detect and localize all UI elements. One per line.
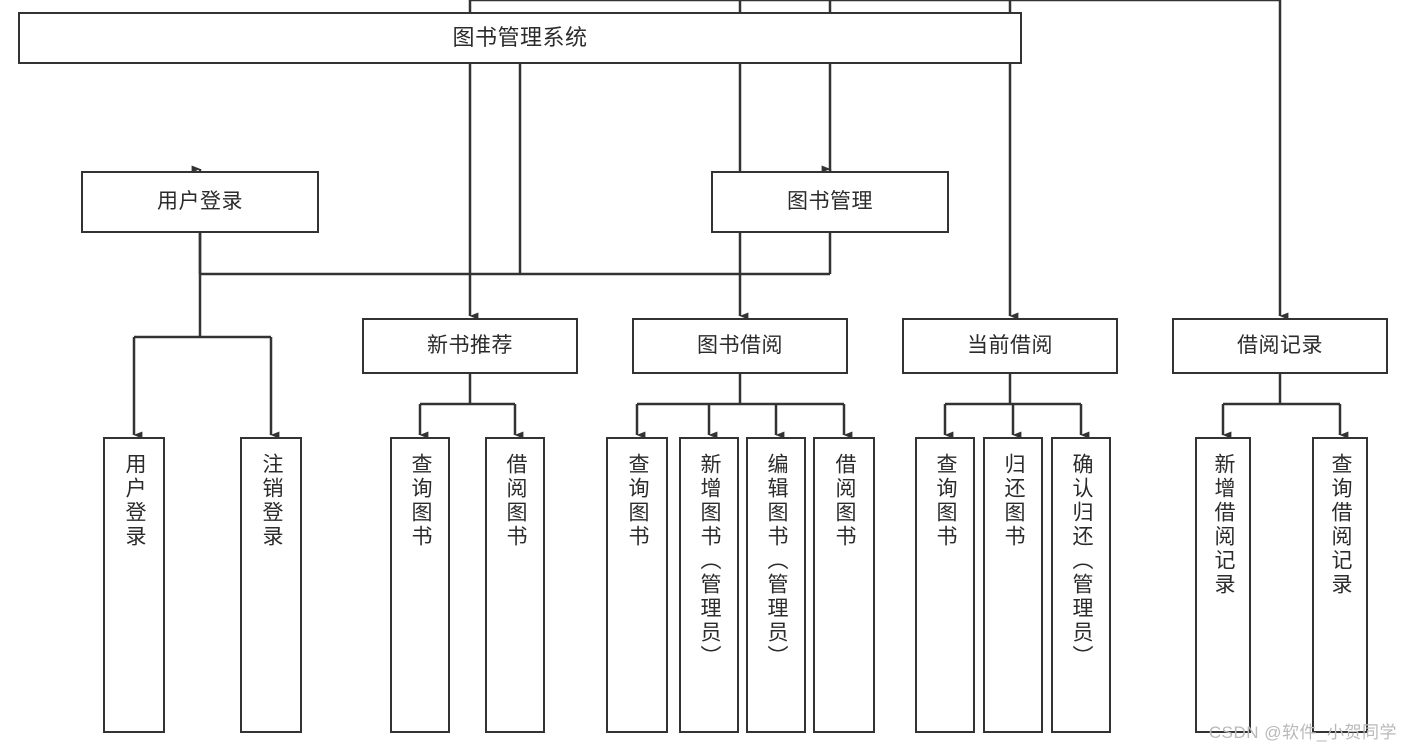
node-user_login[interactable]: 用户登录 — [81, 171, 319, 233]
node-label-user_login: 用户登录 — [157, 189, 243, 213]
node-label-leaf_query_2: 查询图书 — [626, 453, 650, 549]
node-label-borrow_record: 借阅记录 — [1237, 333, 1323, 357]
node-current_borrow[interactable]: 当前借阅 — [902, 318, 1118, 374]
node-book_manage[interactable]: 图书管理 — [711, 171, 949, 233]
node-label-leaf_query_1: 查询图书 — [409, 453, 433, 549]
node-label-leaf_add_rec: 新增借阅记录 — [1212, 453, 1236, 597]
node-book_borrow[interactable]: 图书借阅 — [632, 318, 848, 374]
node-leaf_user_login[interactable]: 用户登录 — [103, 437, 165, 733]
node-leaf_query_rec[interactable]: 查询借阅记录 — [1312, 437, 1368, 733]
node-borrow_record[interactable]: 借阅记录 — [1172, 318, 1388, 374]
node-label-leaf_borrow_2: 借阅图书 — [833, 453, 857, 549]
node-leaf_logout[interactable]: 注销登录 — [240, 437, 302, 733]
node-label-root: 图书管理系统 — [452, 25, 588, 51]
node-leaf_query_2[interactable]: 查询图书 — [606, 437, 668, 733]
node-label-current_borrow: 当前借阅 — [967, 333, 1053, 357]
node-leaf_edit_book[interactable]: 编辑图书（管理员） — [746, 437, 806, 733]
node-new_book_rec[interactable]: 新书推荐 — [362, 318, 578, 374]
node-root[interactable]: 图书管理系统 — [18, 12, 1022, 64]
node-leaf_add_rec[interactable]: 新增借阅记录 — [1195, 437, 1251, 733]
node-leaf_borrow_1[interactable]: 借阅图书 — [485, 437, 545, 733]
node-leaf_borrow_2[interactable]: 借阅图书 — [813, 437, 875, 733]
watermark-label: CSDN @软件_小贺同学 — [1208, 723, 1397, 742]
node-label-leaf_edit_book: 编辑图书（管理员） — [765, 453, 789, 669]
node-label-leaf_user_login: 用户登录 — [123, 453, 147, 549]
node-leaf_confirm[interactable]: 确认归还（管理员） — [1051, 437, 1111, 733]
node-leaf_add_book[interactable]: 新增图书（管理员） — [679, 437, 739, 733]
node-leaf_query_1[interactable]: 查询图书 — [390, 437, 450, 733]
node-label-leaf_add_book: 新增图书（管理员） — [698, 453, 722, 669]
node-label-leaf_query_3: 查询图书 — [934, 453, 958, 549]
node-label-leaf_return: 归还图书 — [1002, 453, 1026, 549]
node-leaf_query_3[interactable]: 查询图书 — [915, 437, 975, 733]
node-label-book_borrow: 图书借阅 — [697, 333, 783, 357]
node-leaf_return[interactable]: 归还图书 — [983, 437, 1043, 733]
node-label-leaf_confirm: 确认归还（管理员） — [1070, 453, 1094, 669]
node-label-new_book_rec: 新书推荐 — [427, 333, 513, 357]
node-label-leaf_query_rec: 查询借阅记录 — [1329, 453, 1353, 597]
node-label-book_manage: 图书管理 — [787, 189, 873, 213]
node-label-leaf_borrow_1: 借阅图书 — [504, 453, 528, 549]
node-label-leaf_logout: 注销登录 — [260, 453, 284, 549]
